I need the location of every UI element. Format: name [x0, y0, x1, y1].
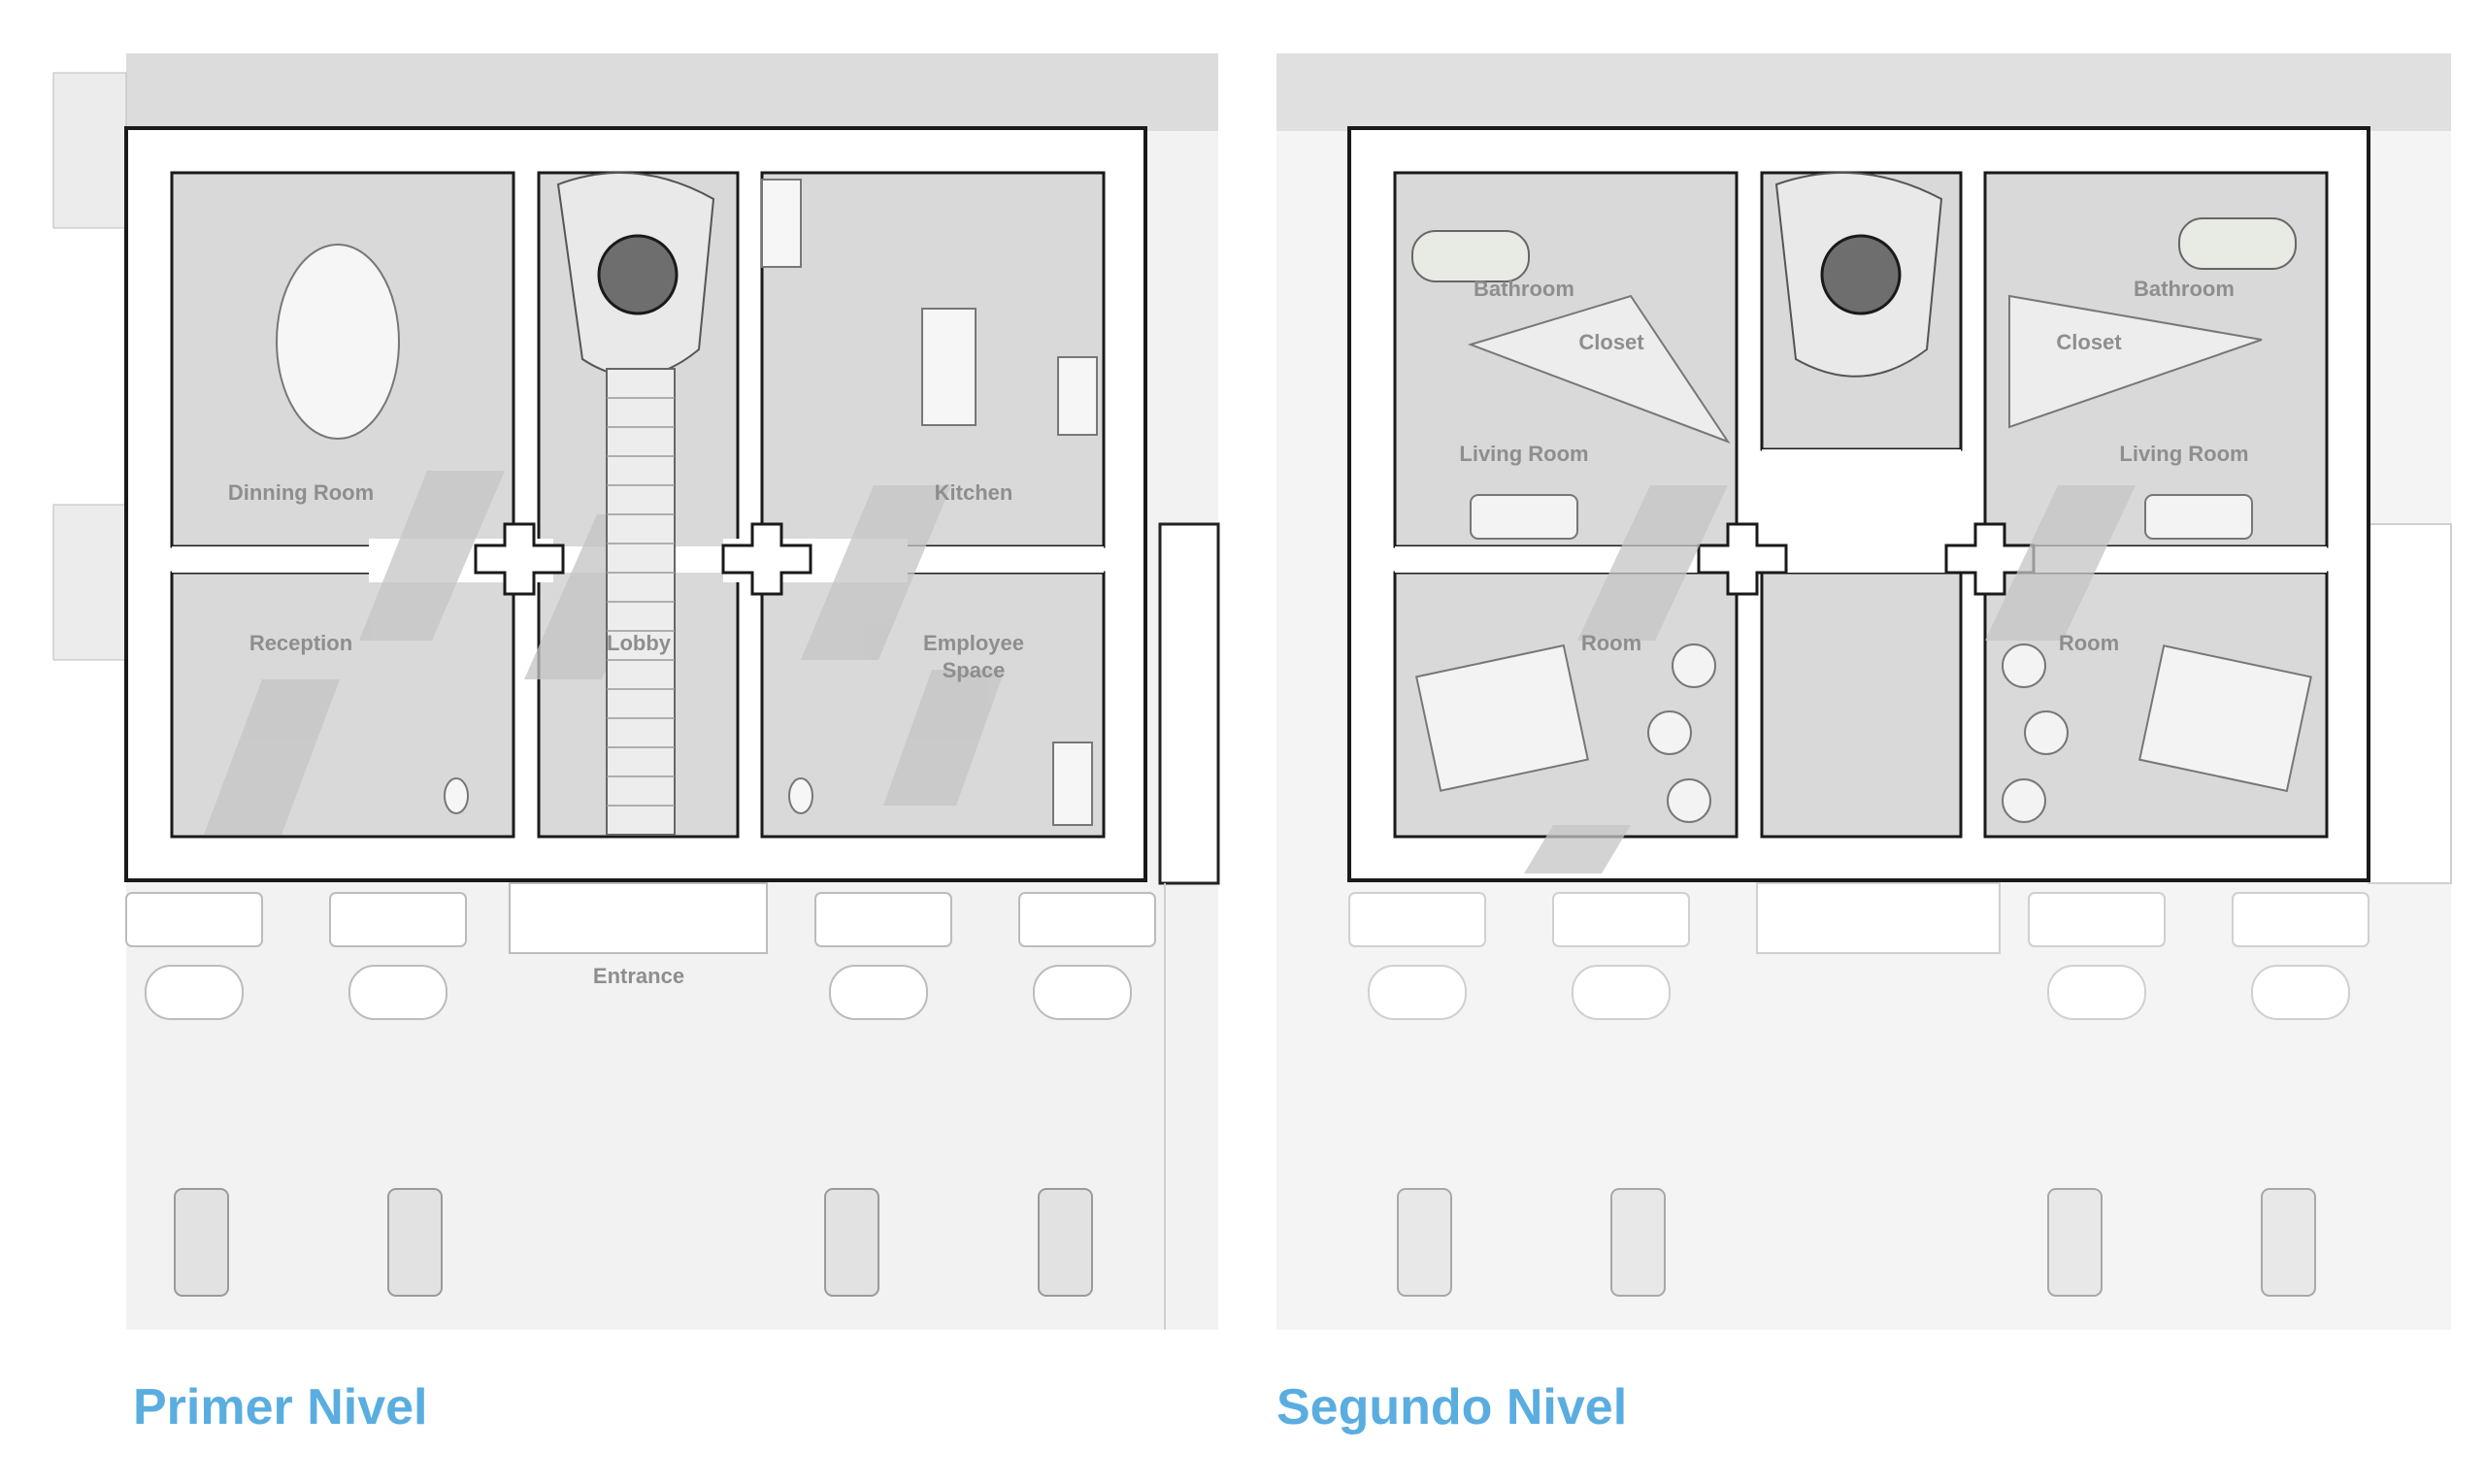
label-dinning-room: Dinning Room — [228, 480, 374, 505]
bed-left — [1415, 643, 1589, 792]
staircase — [556, 172, 715, 836]
label-room-left: Room — [1581, 631, 1641, 655]
bathtub-right — [2178, 217, 2297, 270]
label-closet-left: Closet — [1578, 330, 1644, 354]
toilet — [444, 777, 469, 814]
parked-cars-2 — [1397, 1188, 2316, 1297]
label-bathroom-left: Bathroom — [1474, 277, 1574, 301]
cross-column — [721, 522, 812, 596]
label-employee-space-1: Employee — [923, 631, 1024, 655]
furniture — [276, 179, 1098, 826]
first-level-plan: Dinning Room Kitchen Reception Lobby Emp… — [52, 53, 2452, 1330]
kitchen-sink — [1057, 356, 1098, 436]
label-lobby: Lobby — [607, 631, 672, 655]
label-living-room-right: Living Room — [2119, 442, 2248, 466]
label-room-right: Room — [2059, 631, 2119, 655]
parked-cars — [174, 1188, 1093, 1297]
bathtub-left — [1411, 230, 1530, 282]
neighbor-building — [1158, 522, 1220, 885]
spiral-stair-core-2 — [1820, 234, 1902, 315]
void-floor — [1760, 571, 1963, 839]
cross-columns — [474, 522, 812, 596]
bed-right — [2138, 644, 2312, 793]
site-roof-shadow — [126, 53, 1218, 131]
sofa-right — [2144, 494, 2253, 540]
neighbor-stairs — [52, 72, 127, 229]
kitchen-island-stove — [921, 308, 977, 426]
level-title-second: Segundo Nivel — [1276, 1379, 1628, 1435]
cross-column — [474, 522, 565, 596]
furniture-2 — [1415, 494, 2312, 823]
closet-left — [1467, 294, 1731, 445]
level-title-first: Primer Nivel — [133, 1379, 428, 1435]
label-kitchen: Kitchen — [935, 480, 1013, 505]
label-closet-right: Closet — [2056, 330, 2122, 354]
spiral-stair-core — [597, 234, 679, 315]
employee-sink — [1052, 742, 1093, 826]
toilet — [788, 777, 813, 814]
front-terrace-2 — [1348, 882, 2369, 1020]
sofa-left — [1470, 494, 1578, 540]
label-entrance: Entrance — [593, 964, 684, 988]
dining-table — [276, 244, 400, 440]
closet-right — [2008, 294, 2263, 429]
label-living-room-left: Living Room — [1459, 442, 1588, 466]
entrance-steps — [509, 882, 768, 954]
neighbor-stairs — [52, 504, 127, 661]
label-reception: Reception — [249, 631, 352, 655]
label-employee-space-2: Space — [943, 658, 1006, 682]
sun-shadows-2 — [1524, 485, 2136, 874]
kitchen-counter — [761, 179, 802, 268]
front-terrace — [125, 882, 1156, 1020]
label-bathroom-right: Bathroom — [2134, 277, 2235, 301]
